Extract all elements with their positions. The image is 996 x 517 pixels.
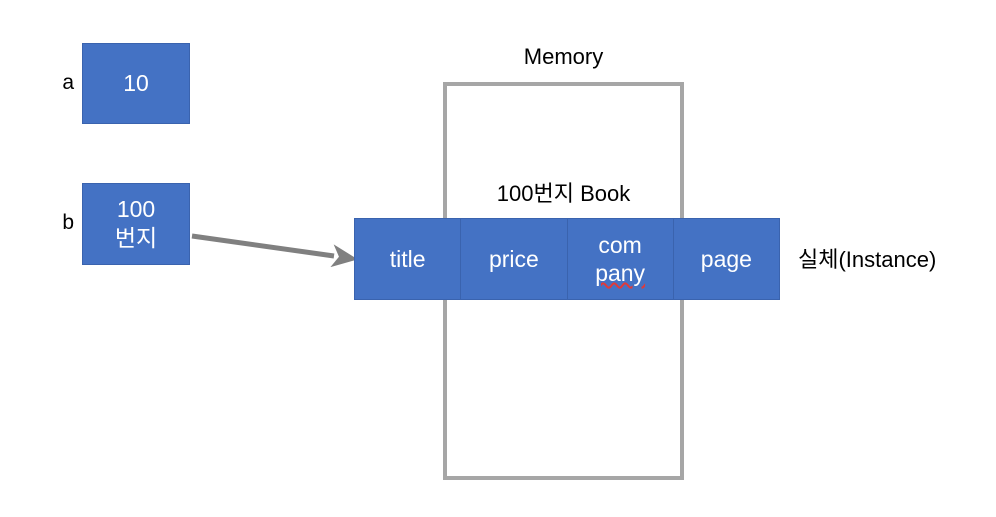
instance-field-company-line1: com [598, 232, 642, 258]
instance-field-row: title price com pany page [354, 218, 780, 300]
instance-field-title-label: title [389, 246, 426, 272]
instance-field-title: title [355, 219, 462, 299]
memory-title: Memory [523, 44, 604, 69]
instance-field-company-label: com pany [570, 231, 671, 287]
instance-field-page-label: page [700, 246, 752, 272]
variable-value-b-line1: 100 [116, 196, 156, 222]
instance-heading: 100번지 Book [496, 181, 631, 206]
variable-label-b: b [62, 211, 74, 234]
variable-label-a: a [62, 71, 74, 94]
variable-box-a: 10 [82, 43, 190, 124]
variable-value-a: 10 [123, 70, 149, 96]
variable-value-b-line2: 번지 [114, 225, 158, 251]
variable-box-b: 100 번지 [82, 183, 190, 265]
instance-field-company-line2: pany [595, 260, 646, 286]
instance-caption: 실체(Instance) [798, 247, 937, 272]
instance-field-company: com pany [568, 219, 674, 299]
instance-field-page: page [674, 219, 779, 299]
instance-field-price-label: price [488, 246, 539, 272]
reference-arrow [191, 233, 358, 268]
instance-field-price: price [461, 219, 568, 299]
